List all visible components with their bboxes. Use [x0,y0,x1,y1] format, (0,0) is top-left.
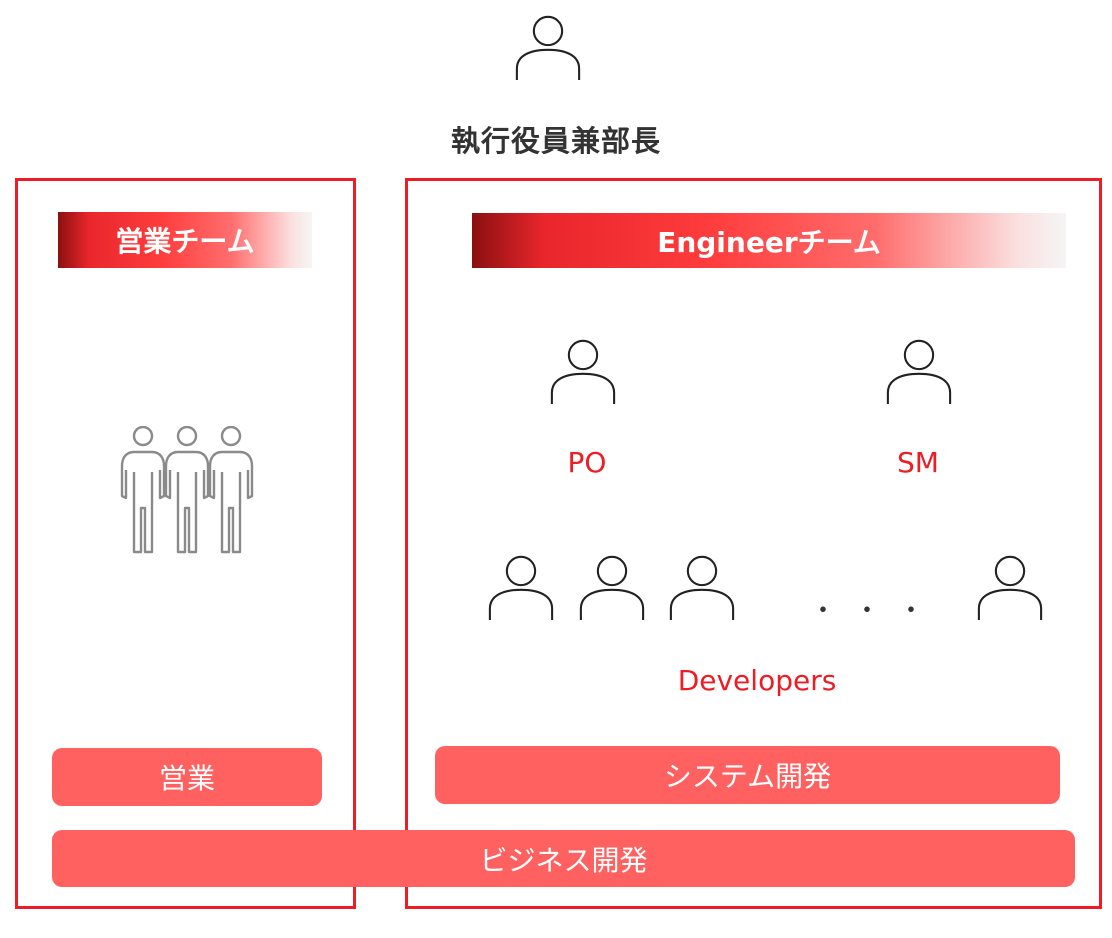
sales-function-pill: 営業 [52,748,322,806]
group-of-three-people-icon [118,424,258,558]
executive-title: 執行役員兼部長 [450,124,661,158]
sm-label: SM [897,446,939,479]
developer-person-icon [488,552,554,622]
system-development-pill: システム開発 [435,746,1060,804]
developer-person-icon [977,552,1043,622]
developer-person-icon [669,552,735,622]
developers-label: Developers [677,664,837,697]
po-person-icon [550,336,616,406]
business-development-pill: ビジネス開発 [52,830,1075,887]
engineer-team-header: Engineerチーム [472,213,1066,268]
engineer-team-box [405,178,1102,909]
more-developers-ellipsis: ・・・ [810,596,943,626]
executive-person-icon [515,12,581,82]
developer-person-icon [579,552,645,622]
sm-person-icon [886,336,952,406]
sales-team-box [15,178,356,909]
sales-team-header: 営業チーム [58,212,312,268]
po-label: PO [567,446,607,479]
